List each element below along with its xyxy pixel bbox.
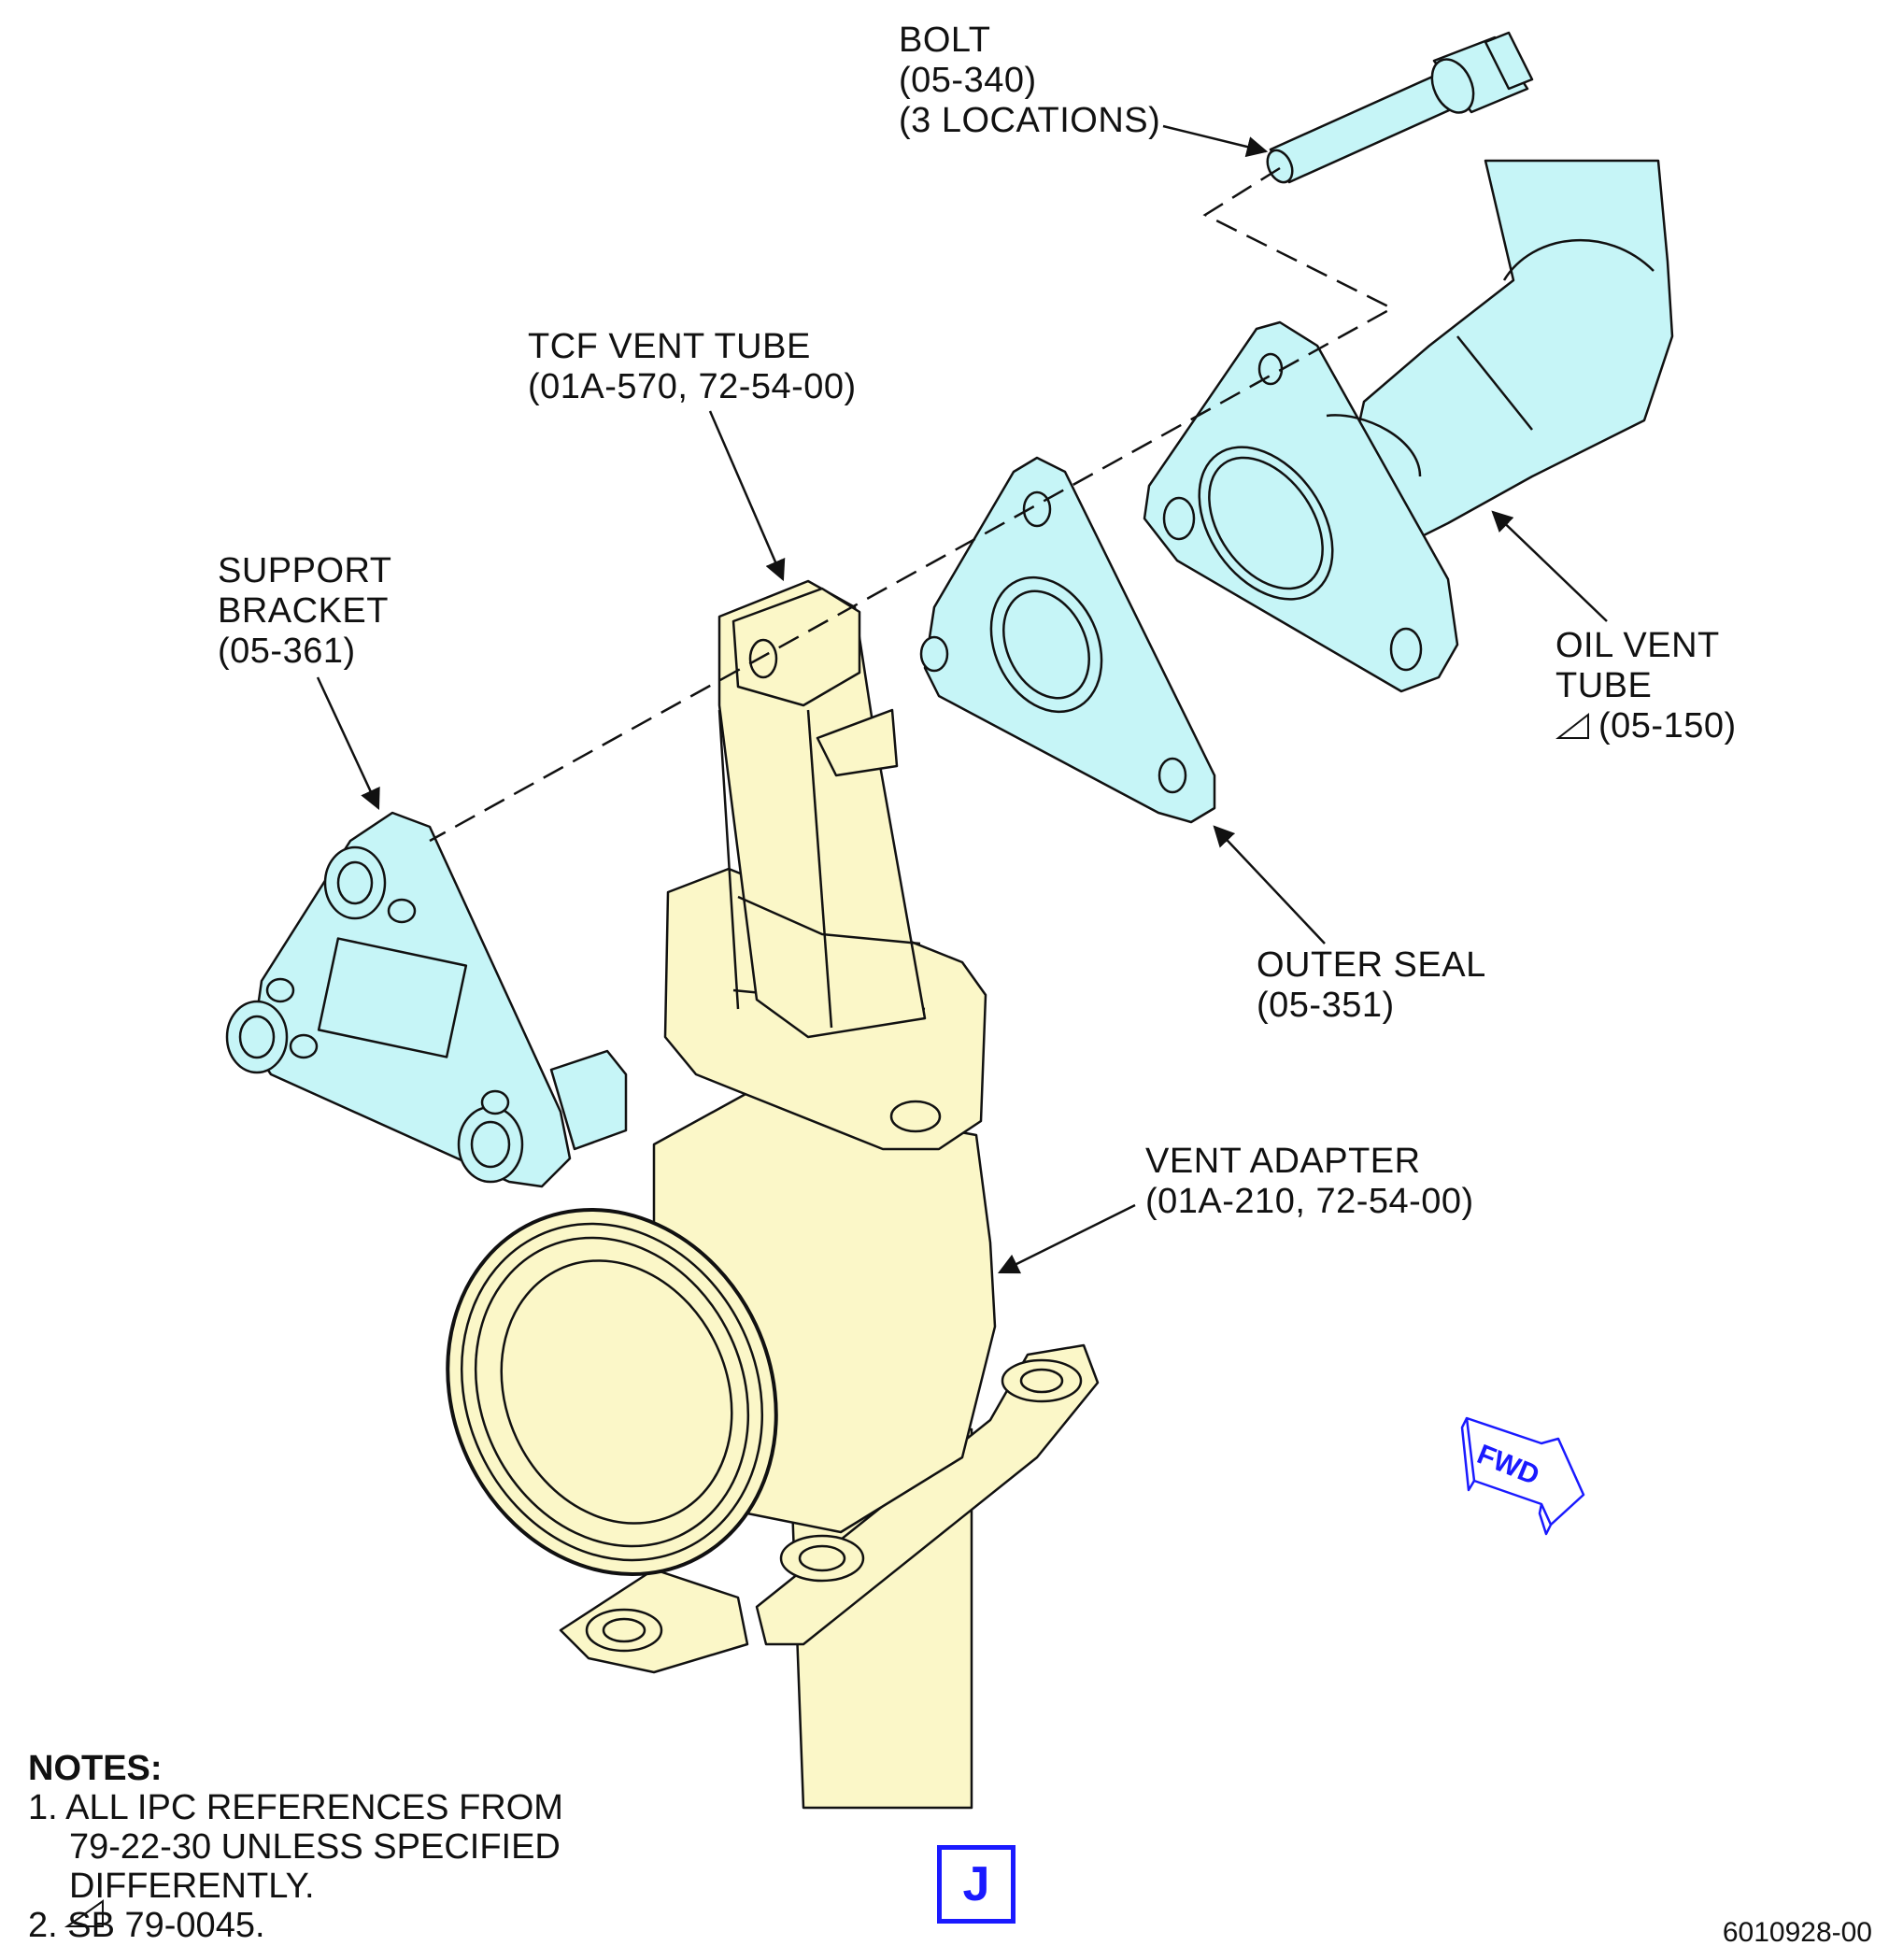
- support-bracket-part: [225, 811, 628, 1188]
- outer-seal-label: OUTER SEAL (05-351): [1257, 945, 1486, 1025]
- support-bracket-label: SUPPORT BRACKET (05-361): [218, 551, 392, 671]
- note-2: 2. SB 79-0045.: [28, 1906, 265, 1945]
- note-1-cont-b: DIFFERENTLY.: [69, 1867, 315, 1906]
- tcf-vent-tube-part: [717, 579, 927, 1039]
- notes-block: NOTES: 1. ALL IPC REFERENCES FROM 79-22-…: [28, 1749, 563, 1945]
- oil-vent-tube-leader: [1491, 510, 1608, 622]
- note-1: 1. ALL IPC REFERENCES FROM: [28, 1788, 563, 1827]
- notes-title: NOTES:: [28, 1749, 163, 1788]
- bolt-leader: [1162, 124, 1269, 158]
- assembly-centerline: [429, 166, 1395, 843]
- oil-vent-tube-label: OIL VENT TUBE (05-150): [1555, 626, 1737, 746]
- bolt-label: BOLT (05-340) (3 LOCATIONS): [899, 21, 1161, 140]
- bolt-part: [1266, 31, 1534, 184]
- sheet-letter-box: J: [937, 1845, 1016, 1924]
- forward-direction-arrow: FWD: [1460, 1416, 1585, 1536]
- vent-adapter-leader: [997, 1203, 1136, 1274]
- vent-adapter-label: VENT ADAPTER (01A-210, 72-54-00): [1145, 1142, 1474, 1221]
- support-bracket-leader: [316, 676, 380, 811]
- outer-seal-part: [919, 456, 1216, 824]
- oil-vent-tube-part: [1143, 159, 1674, 693]
- note2-flag-icon: [64, 1899, 104, 1927]
- tcf-vent-tube-label: TCF VENT TUBE (01A-570, 72-54-00): [528, 327, 857, 406]
- leader-lines: [316, 124, 1608, 1274]
- outer-seal-leader: [1213, 825, 1326, 944]
- figure-number: 6010928-00: [1722, 1917, 1872, 1948]
- tcf-vent-tube-leader: [708, 410, 786, 582]
- sb-reference-flags: [64, 712, 1589, 1927]
- oil-vent-tube-flag-icon: [1555, 712, 1589, 739]
- vent-adapter-part: [446, 867, 1100, 1810]
- note-1-cont-a: 79-22-30 UNLESS SPECIFIED: [69, 1827, 561, 1867]
